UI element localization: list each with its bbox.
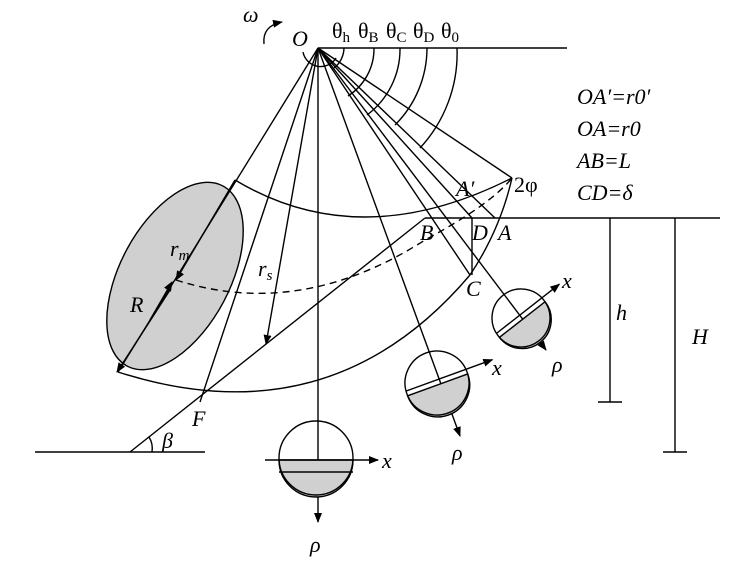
h-label: h xyxy=(616,300,627,325)
legend-line-4: CD=δ xyxy=(577,180,633,205)
legend-line-3: AB=L xyxy=(575,148,631,173)
R-label: R xyxy=(129,292,144,317)
cross-section-ellipse xyxy=(106,181,244,371)
beta-arc xyxy=(148,436,153,453)
particle-circle-2 xyxy=(404,350,494,418)
bottom-arc xyxy=(117,177,513,393)
A-label: A xyxy=(496,220,512,245)
two-phi-label: 2φ xyxy=(514,172,538,197)
rotation-arrow-icon xyxy=(263,19,283,45)
theta-B: θB xyxy=(358,18,379,46)
rho-label-1: ρ xyxy=(309,532,321,557)
theta-D: θD xyxy=(413,18,435,46)
rho-label-3: ρ xyxy=(551,352,563,377)
B-label: B xyxy=(420,220,433,245)
dashed-arc xyxy=(175,177,513,294)
particle-circle-1 xyxy=(265,420,379,498)
D-label: D xyxy=(471,220,488,245)
A-prime-label: A′ xyxy=(454,176,475,201)
theta-C: θC xyxy=(386,18,407,46)
theta-h: θh xyxy=(332,18,351,46)
theta-0: θ0 xyxy=(441,18,459,46)
slope-line xyxy=(129,217,426,453)
r-s-label: rs xyxy=(258,256,273,284)
F-label: F xyxy=(191,406,206,431)
angle-arcs xyxy=(302,47,458,149)
H-label: H xyxy=(691,324,709,349)
C-label: C xyxy=(466,276,481,301)
legend-line-1: OA′=r0′ xyxy=(577,84,652,109)
r-m-arrow xyxy=(175,179,236,281)
O-label: O xyxy=(292,26,308,51)
r-m-label: rm xyxy=(170,236,190,264)
x-label-1: x xyxy=(381,448,392,473)
x-label-2: x xyxy=(491,355,502,380)
omega-label: ω xyxy=(243,2,259,27)
R-arrow xyxy=(116,289,171,373)
rho-label-2: ρ xyxy=(451,440,463,465)
top-arc xyxy=(234,177,513,218)
x-label-3: x xyxy=(561,268,572,293)
beta-label: β xyxy=(161,428,173,453)
legend-line-2: OA=r0 xyxy=(577,116,641,141)
particle-circle-3 xyxy=(491,283,561,350)
